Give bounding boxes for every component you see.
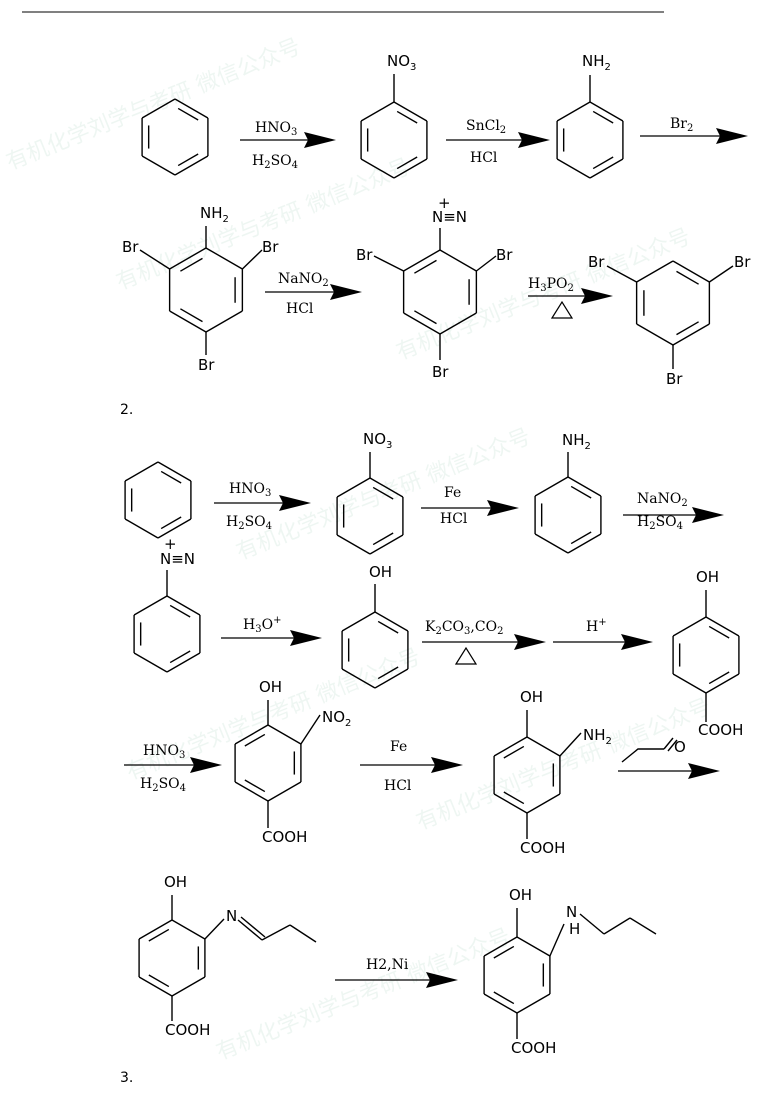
- reaction-arrow-9: H3O+: [221, 615, 322, 646]
- oh-label-4: OH: [520, 688, 543, 706]
- benzenediazonium-molecule: [133, 570, 201, 673]
- reagent-9-top: H3O+: [243, 615, 281, 635]
- reaction-arrow-15: H2,Ni: [335, 957, 458, 988]
- phenol-molecule: [341, 584, 409, 689]
- tribromobenzene-molecule: [606, 260, 734, 369]
- propanal-structure: [621, 737, 678, 763]
- aniline-molecule-2: [534, 452, 602, 554]
- oh-label-1: OH: [369, 563, 392, 581]
- oh-label-2: OH: [696, 568, 719, 586]
- br-label-1: Br: [122, 238, 139, 256]
- reaction-arrow-13: Fe HCl: [360, 739, 463, 794]
- diazonium-plus: +: [438, 194, 451, 212]
- reagent-8-top: NaNO2: [637, 491, 688, 509]
- reagent-8-bottom: H2SO4: [637, 514, 683, 532]
- section-number-2: 2.: [120, 402, 133, 418]
- nh2-label-3: NH2: [562, 431, 591, 452]
- watermark-7: 有机化学刘学与考研 微信公众号: [213, 924, 514, 1065]
- nh2-label: NH2: [582, 52, 611, 73]
- imine-n-label: N: [226, 907, 237, 925]
- diazonium-plus-2: +: [164, 535, 177, 553]
- br-label-6: Br: [432, 363, 449, 381]
- reagent-12-top: HNO3: [143, 743, 185, 761]
- imine-molecule: [138, 895, 317, 1021]
- reaction-arrow-2: SnCl2 HCl: [446, 118, 550, 166]
- amine-h-label: H: [569, 920, 580, 938]
- reagent-6-top: HNO3: [229, 481, 271, 499]
- diazonium-label: N≡N: [432, 208, 467, 226]
- oh-label-6: OH: [509, 886, 532, 904]
- reagent-13-bottom: HCl: [384, 778, 412, 794]
- reagent-4-top: NaNO2: [278, 271, 329, 289]
- reagent-2-bottom: HCl: [470, 150, 498, 166]
- reaction-arrow-11: H+: [553, 617, 653, 650]
- br-label-3: Br: [198, 356, 215, 374]
- cooh-label-3: COOH: [520, 839, 565, 857]
- aniline-molecule: [556, 75, 624, 179]
- reaction-arrow-1: HNO3 H2SO4: [240, 120, 336, 171]
- reagent-6-bottom: H2SO4: [226, 514, 272, 532]
- watermark-3: 有机化学刘学与考研 微信公众号: [393, 224, 694, 365]
- cooh-label-2: COOH: [262, 828, 307, 846]
- nh2-label-2: NH2: [200, 204, 229, 225]
- watermark-2: 有机化学刘学与考研 微信公众号: [113, 154, 414, 295]
- reagent-11-top: H+: [586, 617, 607, 635]
- benzene-molecule-2: [124, 461, 192, 539]
- cooh-label-4: COOH: [165, 1021, 210, 1039]
- cooh-label-1: COOH: [698, 721, 743, 739]
- br-label-8: Br: [734, 253, 751, 271]
- amine-n-label: N: [566, 903, 577, 921]
- reaction-arrow-5: H3PO2: [528, 276, 613, 319]
- cooh-label-5: COOH: [511, 1039, 556, 1057]
- br-label-7: Br: [588, 253, 605, 271]
- no3-label-2: NO3: [363, 430, 392, 451]
- br-label-5: Br: [496, 246, 513, 264]
- reaction-arrow-6: HNO3 H2SO4: [214, 481, 311, 532]
- reagent-14-top: H2,Ni: [366, 957, 409, 973]
- oxygen-label: O: [674, 738, 686, 756]
- no2-label: NO2: [322, 708, 351, 729]
- reagent-2-top: SnCl2: [466, 118, 506, 136]
- reaction-arrow-10: K2CO3,CO2: [422, 619, 546, 665]
- nitro-hydroxybenzoic-acid-molecule: [234, 700, 321, 828]
- reaction-arrow-12: HNO3 H2SO4: [124, 743, 222, 794]
- reagent-7-bottom: HCl: [440, 511, 468, 527]
- oh-label-5: OH: [164, 873, 187, 891]
- reaction-arrow-8: NaNO2 H2SO4: [623, 491, 724, 532]
- section-number-3: 3.: [120, 1070, 133, 1086]
- diazonium-label-2: N≡N: [160, 550, 195, 568]
- br-label-4: Br: [356, 246, 373, 264]
- watermark-group: 有机化学刘学与考研 微信公众号 有机化学刘学与考研 微信公众号 有机化学刘学与考…: [3, 34, 714, 1065]
- tribromobenzenediazonium-molecule: [373, 228, 497, 360]
- reagent-13-top: Fe: [390, 739, 407, 755]
- nitrobenzene-molecule: [360, 74, 428, 179]
- heat-triangle: [550, 300, 574, 319]
- nitrobenzene-molecule-2: [336, 452, 404, 555]
- reagent-5-top: H3PO2: [528, 276, 574, 294]
- reagent-1-top: HNO3: [255, 120, 297, 138]
- br-label-2: Br: [262, 238, 279, 256]
- tribromoaniline-molecule: [139, 226, 263, 355]
- amino-hydroxybenzoic-acid-molecule: [493, 710, 582, 839]
- hydroxybenzoic-acid-molecule: [672, 590, 740, 722]
- reaction-arrow-14: O: [618, 737, 720, 779]
- reagent-10-top: K2CO3,CO2: [425, 619, 503, 637]
- heat-triangle-2: [454, 646, 478, 665]
- oh-label-3: OH: [259, 678, 282, 696]
- reagent-1-bottom: H2SO4: [252, 153, 298, 171]
- reaction-arrow-3: Br2: [640, 116, 748, 144]
- watermark-5: 有机化学刘学与考研 微信公众号: [123, 644, 424, 785]
- reagent-7-top: Fe: [444, 485, 461, 501]
- benzene-molecule: [141, 98, 209, 176]
- reagent-3-top: Br2: [670, 116, 693, 134]
- reaction-arrow-4: NaNO2 HCl: [265, 271, 362, 317]
- reagent-4-bottom: HCl: [286, 301, 314, 317]
- no3-label: NO3: [387, 52, 416, 73]
- reagent-12-bottom: H2SO4: [140, 776, 186, 794]
- nh2-label-4: NH2: [583, 726, 612, 747]
- reaction-arrow-7: Fe HCl: [421, 485, 519, 527]
- propylamino-hydroxybenzoic-acid-molecule: [483, 908, 657, 1039]
- br-label-9: Br: [666, 370, 683, 388]
